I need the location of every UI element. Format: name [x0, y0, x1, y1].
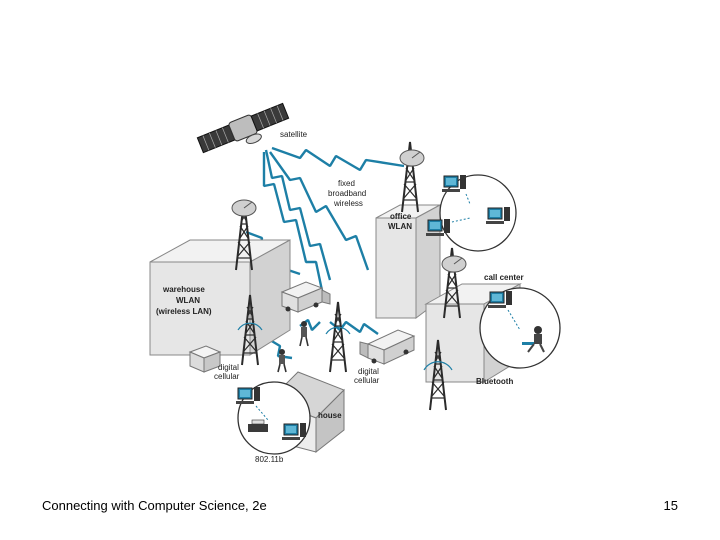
svg-text:digital: digital	[218, 363, 239, 372]
link-truck-tower	[329, 321, 379, 335]
satellite-label: satellite	[280, 130, 308, 139]
cellular-tower-left: digital cellular	[214, 294, 263, 381]
svg-text:cellular: cellular	[214, 372, 240, 381]
fixed-broadband-label: fixed broadband wireless	[328, 179, 366, 208]
svg-text:office: office	[390, 212, 412, 221]
cellular-tower-right: digital cellular	[325, 301, 380, 385]
person-icon-2	[277, 349, 287, 373]
svg-text:broadband: broadband	[328, 189, 366, 198]
footer-course-title: Connecting with Computer Science, 2e	[42, 498, 267, 513]
link-satellite-cellular	[262, 152, 326, 301]
svg-text:wireless: wireless	[333, 199, 363, 208]
bluetooth-circle: Bluetooth	[476, 287, 561, 386]
person-icon	[299, 321, 309, 347]
svg-text:warehouse: warehouse	[162, 285, 205, 294]
svg-text:digital: digital	[358, 367, 379, 376]
svg-text:cellular: cellular	[354, 376, 380, 385]
svg-text:call center: call center	[484, 273, 524, 282]
headset-person-icon	[522, 326, 545, 353]
svg-text:802.11b: 802.11b	[255, 455, 284, 464]
cargo-box	[188, 345, 222, 373]
svg-text:Bluetooth: Bluetooth	[476, 377, 513, 386]
satellite: satellite	[196, 102, 308, 154]
tower-near-callcenter	[423, 339, 453, 411]
truck-warehouse	[280, 281, 331, 313]
svg-text:house: house	[318, 411, 342, 420]
svg-text:fixed: fixed	[338, 179, 355, 188]
house-circle: 802.11b	[235, 381, 311, 464]
printer-icon	[248, 419, 268, 432]
link-satellite-warehouse	[264, 149, 332, 281]
link-satellite-office	[271, 146, 405, 172]
link-satellite-callcenter	[269, 151, 370, 271]
page-number: 15	[663, 498, 678, 513]
office-wlan-circle	[425, 174, 517, 252]
office-tower	[399, 141, 425, 213]
warehouse-building: warehouse WLAN (wireless LAN)	[149, 239, 291, 356]
svg-text:(wireless LAN): (wireless LAN)	[156, 307, 212, 316]
svg-text:WLAN: WLAN	[176, 296, 200, 305]
svg-text:WLAN: WLAN	[388, 222, 412, 231]
truck-cellular	[359, 329, 416, 365]
